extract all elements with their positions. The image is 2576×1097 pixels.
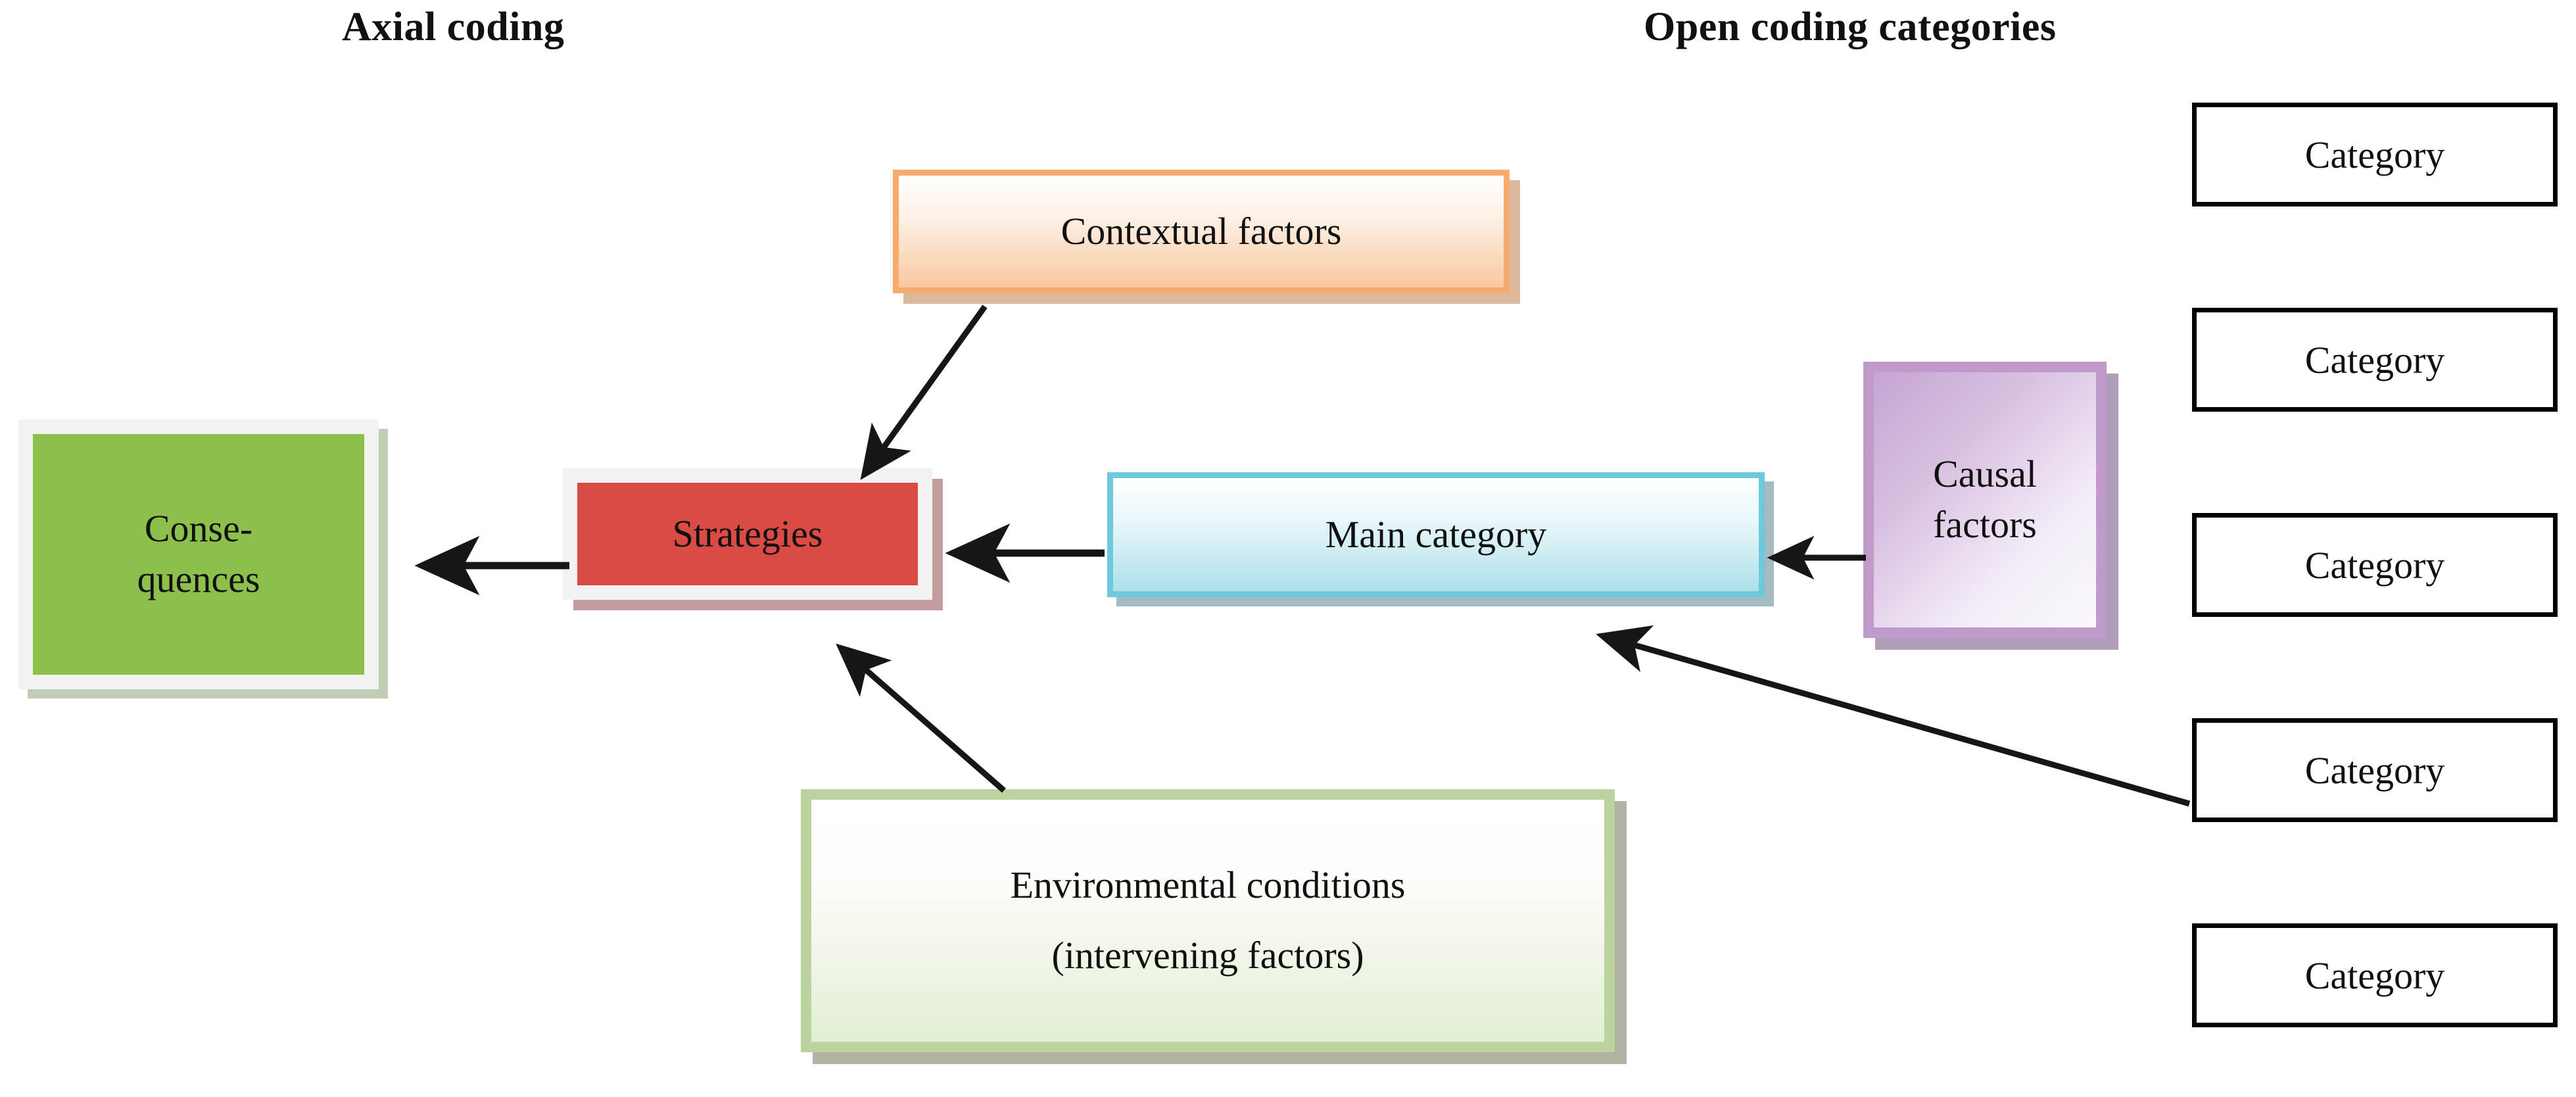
category-box-2-label: Category [2304, 338, 2445, 381]
node-consequences-label-line2: quences [137, 558, 260, 600]
category-box-4[interactable]: Category [2192, 718, 2558, 822]
node-causal-factors-label-line1: Causal [1933, 452, 2037, 496]
node-contextual-factors-label: Contextual factors [1061, 209, 1342, 253]
category-box-5[interactable]: Category [2192, 923, 2558, 1027]
category-box-3[interactable]: Category [2192, 513, 2558, 617]
heading-open-coding-categories: Open coding categories [1644, 5, 2057, 49]
category-box-2[interactable]: Category [2192, 308, 2558, 412]
node-consequences-text: Conse- quences [137, 504, 260, 604]
node-environmental-conditions-label-line1: Environmental conditions [1010, 864, 1406, 907]
arrow-category4-to-main [1596, 625, 2191, 807]
node-contextual-factors[interactable]: Contextual factors [893, 170, 1510, 293]
node-consequences[interactable]: Conse- quences [18, 420, 379, 689]
node-main-category-label: Main category [1325, 512, 1547, 556]
category-box-3-label: Category [2304, 543, 2445, 587]
node-main-category[interactable]: Main category [1107, 472, 1765, 597]
category-box-5-label: Category [2304, 954, 2445, 997]
node-causal-factors[interactable]: Causal factors [1863, 362, 2107, 638]
heading-axial-coding: Axial coding [342, 5, 565, 49]
node-strategies[interactable]: Strategies [563, 468, 932, 600]
node-causal-factors-label-line2: factors [1933, 503, 2037, 546]
category-box-1-label: Category [2304, 133, 2445, 176]
node-environmental-conditions-text: Environmental conditions (intervening fa… [1011, 860, 1406, 981]
node-causal-factors-text: Causal factors [1933, 449, 2037, 550]
arrow-contextual-to-strategies [860, 305, 988, 480]
node-environmental-conditions[interactable]: Environmental conditions (intervening fa… [801, 789, 1615, 1052]
node-environmental-conditions-label-line2: (intervening factors) [1051, 934, 1364, 977]
node-consequences-label-line1: Conse- [144, 507, 253, 550]
node-strategies-label: Strategies [672, 512, 823, 555]
category-box-1[interactable]: Category [2192, 103, 2558, 207]
category-box-4-label: Category [2304, 748, 2445, 792]
arrow-environmental-to-strategies [836, 643, 1006, 793]
